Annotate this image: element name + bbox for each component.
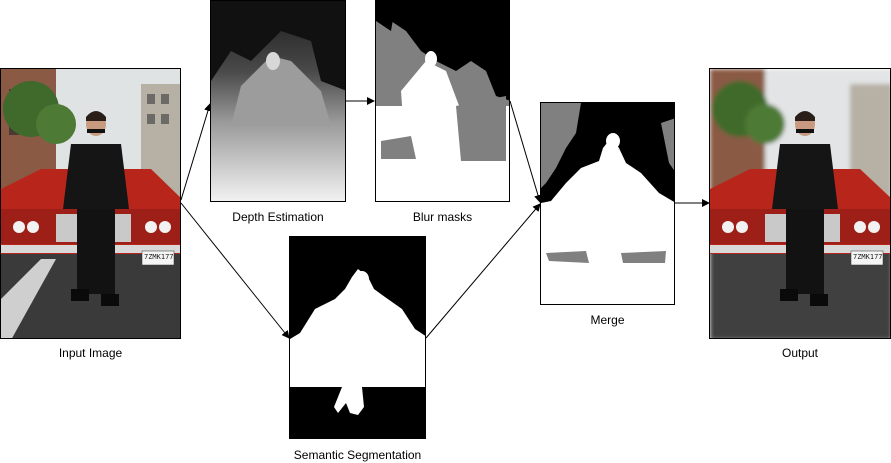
license-plate-text: 7ZMK177: [144, 253, 174, 261]
input-image-panel: 7ZMK177: [0, 68, 181, 339]
output-photo: [710, 69, 890, 338]
merge-caption: Merge: [590, 313, 625, 327]
blur-masks-caption: Blur masks: [412, 210, 473, 224]
input-image-caption: Input Image: [58, 346, 123, 360]
arrow-input-to-segmentation: [180, 202, 290, 339]
arrow-input-to-depth: [180, 103, 212, 201]
semantic-segmentation-caption: Semantic Segmentation: [293, 448, 422, 462]
arrow-blur-to-merge: [509, 100, 542, 203]
segmentation-mask: [290, 237, 425, 438]
arrow-segmentation-to-merge: [425, 203, 541, 339]
semantic-segmentation-panel: [289, 236, 426, 439]
merge-panel: [540, 102, 675, 305]
output-license-plate-text: 7ZMK177: [853, 253, 883, 261]
depth-map: [211, 1, 345, 201]
output-caption: Output: [781, 346, 819, 360]
depth-estimation-panel: [210, 0, 346, 202]
depth-estimation-caption: Depth Estimation: [232, 210, 324, 224]
input-photo: [1, 69, 180, 338]
merged-mask: [541, 103, 674, 304]
blur-mask-image: [376, 1, 509, 201]
output-image-panel: 7ZMK177: [709, 68, 891, 339]
blur-masks-panel: [375, 0, 510, 202]
